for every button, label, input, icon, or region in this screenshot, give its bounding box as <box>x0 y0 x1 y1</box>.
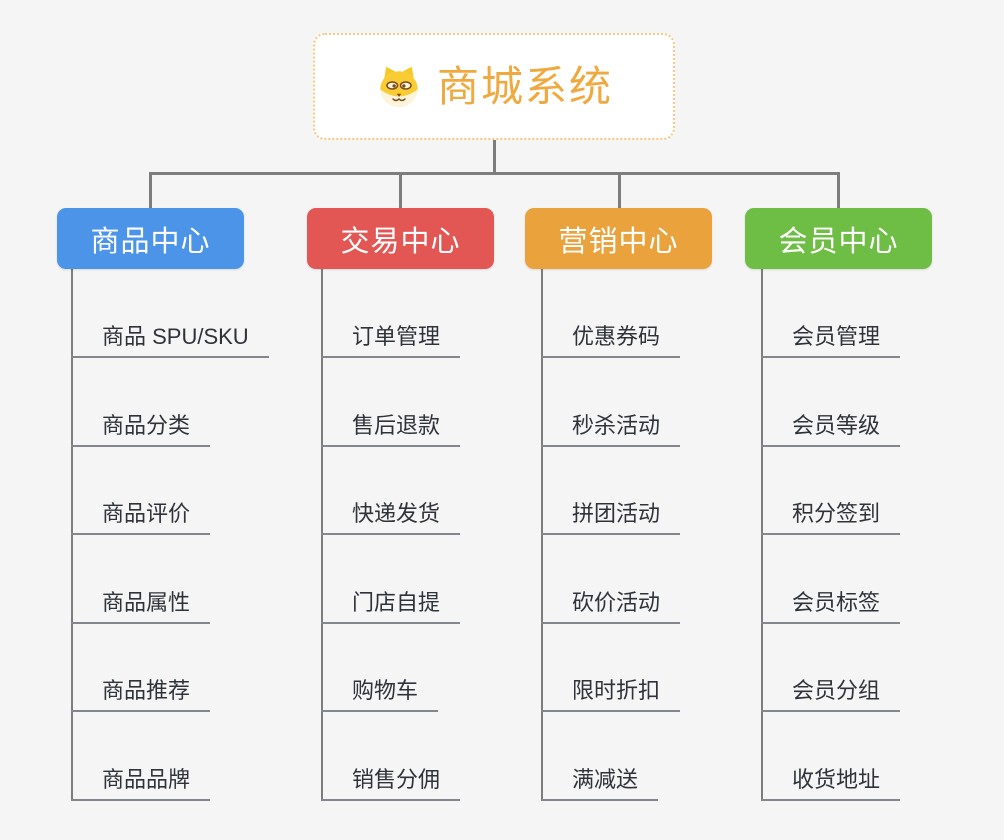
child-node-flash-sale[interactable]: 秒杀活动 <box>541 412 681 447</box>
child-node-limited-discount[interactable]: 限时折扣 <box>541 677 681 712</box>
connector-root-stub <box>493 140 496 174</box>
child-node-sales-commission[interactable]: 销售分佣 <box>321 766 461 801</box>
connector-drop-member <box>837 172 840 209</box>
connector-drop-product <box>149 172 152 209</box>
child-node-group-buy[interactable]: 拼团活动 <box>541 500 681 535</box>
child-node-coupon-code[interactable]: 优惠券码 <box>541 323 681 358</box>
child-node-product-spu-sku[interactable]: 商品 SPU/SKU <box>71 323 269 358</box>
child-node-shipping-address[interactable]: 收货地址 <box>761 766 901 801</box>
child-node-aftersale-refund[interactable]: 售后退款 <box>321 412 461 447</box>
child-node-product-review[interactable]: 商品评价 <box>71 500 211 535</box>
child-node-full-reduction[interactable]: 满减送 <box>541 766 659 801</box>
child-node-member-level[interactable]: 会员等级 <box>761 412 901 447</box>
child-node-member-group[interactable]: 会员分组 <box>761 677 901 712</box>
child-node-product-category[interactable]: 商品分类 <box>71 412 211 447</box>
child-node-bargain-activity[interactable]: 砍价活动 <box>541 589 681 624</box>
branch-node-trade-center[interactable]: 交易中心 <box>307 208 494 269</box>
root-node-mall-system[interactable]: 商城系统 <box>313 33 675 140</box>
connector-horizontal-rail <box>149 172 840 175</box>
child-node-product-attribute[interactable]: 商品属性 <box>71 589 211 624</box>
connector-drop-marketing <box>618 172 621 209</box>
child-node-store-pickup[interactable]: 门店自提 <box>321 589 461 624</box>
child-node-product-recommend[interactable]: 商品推荐 <box>71 677 211 712</box>
child-node-order-management[interactable]: 订单管理 <box>321 323 461 358</box>
branch-node-product-center[interactable]: 商品中心 <box>57 208 244 269</box>
child-node-member-tag[interactable]: 会员标签 <box>761 589 901 624</box>
child-node-shopping-cart[interactable]: 购物车 <box>321 677 439 712</box>
dog-face-icon <box>380 66 418 107</box>
child-node-points-checkin[interactable]: 积分签到 <box>761 500 901 535</box>
child-node-product-brand[interactable]: 商品品牌 <box>71 766 211 801</box>
root-title: 商城系统 <box>436 62 613 110</box>
child-node-express-delivery[interactable]: 快递发货 <box>321 500 461 535</box>
branch-node-marketing-center[interactable]: 营销中心 <box>525 208 712 269</box>
connector-drop-trade <box>399 172 402 209</box>
child-node-member-management[interactable]: 会员管理 <box>761 323 901 358</box>
branch-node-member-center[interactable]: 会员中心 <box>745 208 932 269</box>
